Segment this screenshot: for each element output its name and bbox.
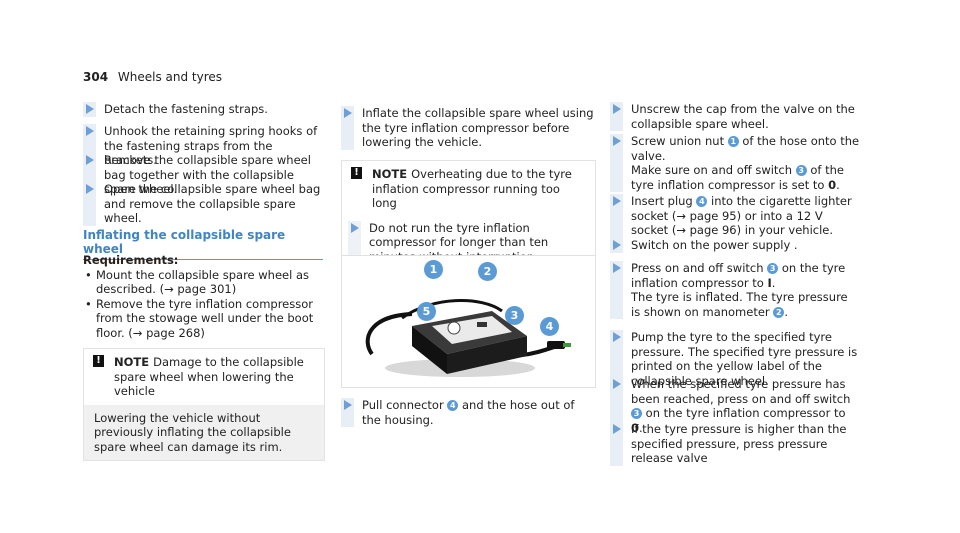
callout-1: 1 bbox=[424, 260, 443, 279]
marker-1: 1 bbox=[727, 136, 739, 147]
warning-icon: ! bbox=[351, 167, 362, 179]
requirement-item: Mount the collapsible spare wheel as des… bbox=[83, 268, 323, 297]
step-pull-connector: Pull connector 4 and the hose out of the… bbox=[341, 398, 594, 427]
note-body: Lowering the vehicle without previously … bbox=[84, 404, 324, 460]
step-arrow-icon bbox=[86, 184, 94, 194]
step-unhook-hooks: Unhook the retaining spring hooks of the… bbox=[83, 124, 323, 168]
marker-3: 3 bbox=[631, 408, 642, 419]
callout-5: 5 bbox=[417, 302, 436, 321]
step-arrow-icon bbox=[613, 104, 621, 114]
step-pressure-too-high: If the tyre pressure is higher than the … bbox=[610, 422, 860, 466]
marker-3: 3 bbox=[795, 165, 807, 176]
page-header: 304 Wheels and tyres bbox=[83, 70, 222, 84]
compressor-figure: 1 2 3 4 5 bbox=[341, 255, 596, 388]
step-arrow-icon bbox=[86, 155, 94, 165]
note-title: Overheating due to the tyre inflation co… bbox=[372, 167, 572, 210]
step-arrow-icon bbox=[613, 136, 621, 146]
step-pump-tyre: Pump the tyre to the specified tyre pres… bbox=[610, 330, 860, 388]
step-arrow-icon bbox=[613, 424, 621, 434]
note-title: Damage to the collapsible spare wheel wh… bbox=[114, 355, 304, 398]
step-remove-bag: Remove the collapsible spare wheel bag t… bbox=[83, 153, 323, 197]
step-arrow-icon bbox=[613, 379, 621, 389]
step-insert-plug: Insert plug 4 into the cigarette lighter… bbox=[610, 194, 860, 238]
step-switch-power: Switch on the power supply . bbox=[610, 238, 860, 253]
marker-4: 4 bbox=[447, 400, 459, 411]
step-open-bag: Open the collapsible spare wheel bag and… bbox=[83, 182, 323, 226]
step-arrow-icon bbox=[613, 240, 621, 250]
step-arrow-icon bbox=[613, 263, 621, 273]
callout-4: 4 bbox=[540, 317, 559, 336]
step-arrow-icon bbox=[86, 126, 94, 136]
marker-4: 4 bbox=[696, 196, 708, 207]
page-number: 304 bbox=[83, 70, 109, 84]
step-arrow-icon bbox=[344, 400, 352, 410]
requirements: Requirements: Mount the collapsible spar… bbox=[83, 253, 323, 340]
note-label: NOTE bbox=[114, 355, 150, 369]
marker-3: 3 bbox=[767, 263, 779, 274]
marker-2: 2 bbox=[773, 306, 785, 318]
step-arrow-icon bbox=[351, 222, 359, 233]
step-arrow-icon bbox=[86, 104, 94, 114]
step-arrow-icon bbox=[344, 108, 352, 118]
step-arrow-icon bbox=[613, 196, 621, 206]
step-detach-straps: Detach the fastening straps. bbox=[83, 102, 323, 117]
requirements-title: Requirements: bbox=[83, 253, 179, 267]
compressor-illustration bbox=[365, 299, 571, 377]
step-unscrew-cap: Unscrew the cap from the valve on the co… bbox=[610, 102, 860, 131]
step-press-switch: Press on and off switch 3 on the tyre in… bbox=[610, 261, 860, 319]
step-pressure-reached: When the specified tyre pressure has bee… bbox=[610, 377, 860, 435]
requirement-item: Remove the tyre inflation compressor fro… bbox=[83, 297, 323, 341]
callout-3: 3 bbox=[505, 306, 524, 325]
step-arrow-icon bbox=[613, 332, 621, 342]
callout-2: 2 bbox=[478, 262, 497, 281]
section-title: Wheels and tyres bbox=[117, 70, 223, 84]
warning-icon: ! bbox=[93, 355, 104, 367]
step-screw-union-nut: Screw union nut 1 of the hose onto the v… bbox=[610, 134, 860, 192]
note-label: NOTE bbox=[372, 167, 408, 181]
section-heading: Inflating the collapsible spare wheel bbox=[83, 228, 323, 260]
step-inflate-before-lowering: Inflate the collapsible spare wheel usin… bbox=[341, 106, 594, 150]
